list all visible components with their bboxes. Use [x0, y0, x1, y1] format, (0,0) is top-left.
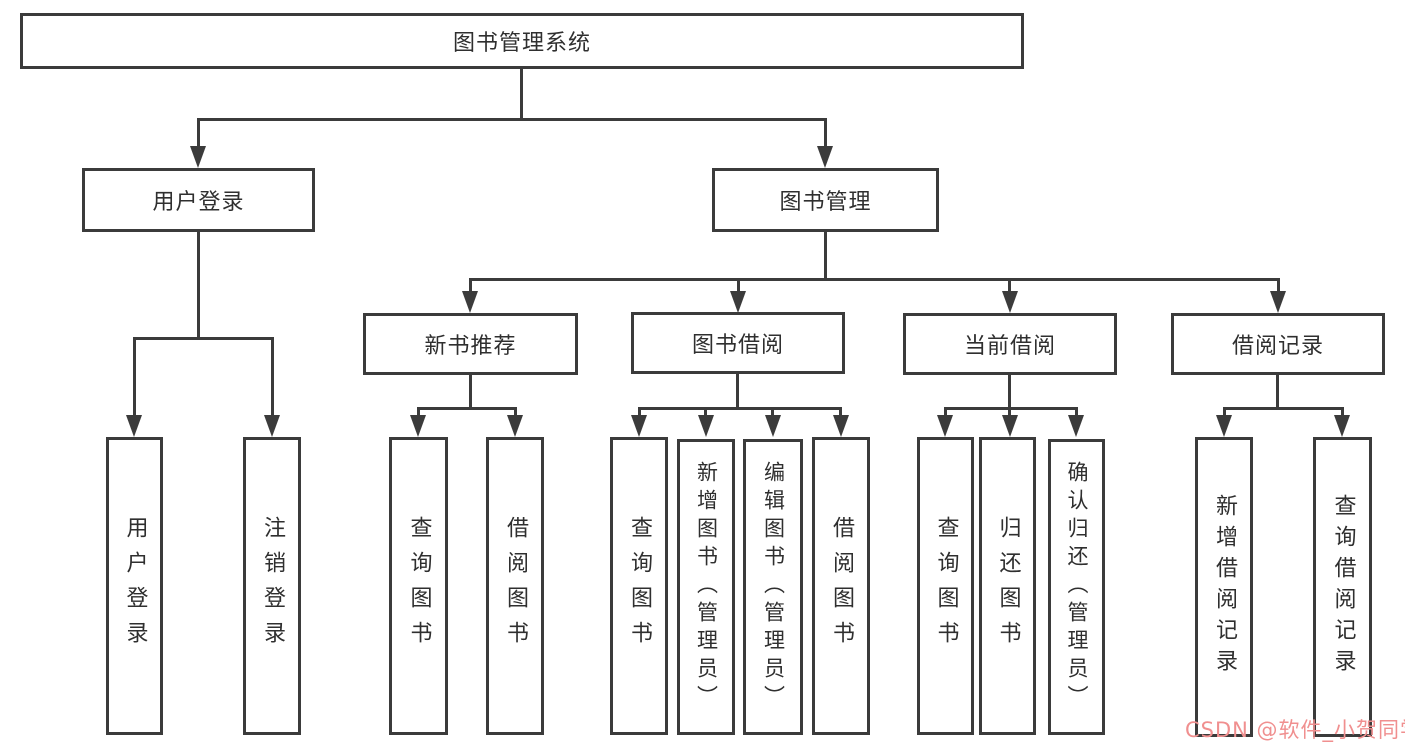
connector-user-stem: [197, 232, 200, 339]
arrowhead-current-borrow-icon: [1002, 291, 1018, 313]
arrowhead-d1-icon: [1216, 415, 1232, 437]
connector-root-stem: [520, 69, 523, 121]
connector-d2-drop: [1341, 407, 1344, 419]
arrowhead-d2-icon: [1334, 415, 1350, 437]
node-borrowing-records: 借阅记录: [1171, 313, 1385, 375]
leaf-bb-edit-books-admin-label: 编辑图书（管理员）: [761, 461, 786, 713]
leaf-bb-query-books-label: 查询图书: [627, 516, 652, 656]
connector-a1-drop: [417, 407, 420, 419]
node-book-management-label: 图书管理: [779, 190, 872, 215]
arrowhead-book-mgmt-icon: [817, 146, 833, 168]
leaf-cb-confirm-return-admin-label: 确认归还（管理员）: [1065, 461, 1089, 713]
leaf-nbr-query-books-label: 查询图书: [406, 516, 432, 656]
leaf-bb-borrow-books: 借阅图书: [812, 437, 870, 735]
leaf-nbr-query-books: 查询图书: [389, 437, 448, 735]
csdn-watermark: CSDN @软件_小贺同学: [1185, 718, 1405, 742]
leaf-bb-edit-books-admin: 编辑图书（管理员）: [743, 439, 803, 735]
leaf-cb-confirm-return-admin: 确认归还（管理员）: [1048, 439, 1105, 735]
arrowhead-a2-icon: [507, 415, 523, 437]
arrowhead-leaf-logout-icon: [264, 415, 280, 437]
node-current-borrowing-label: 当前借阅: [963, 334, 1056, 359]
arrowhead-new-book-icon: [462, 291, 478, 313]
connector-borrow-records-drop: [1277, 278, 1280, 293]
node-library-system: 图书管理系统: [20, 13, 1024, 69]
node-book-management: 图书管理: [712, 168, 939, 232]
arrowhead-b1-icon: [631, 415, 647, 437]
connector-leaf-login-drop: [133, 337, 136, 417]
arrowhead-c2-icon: [1002, 415, 1018, 437]
node-current-borrowing: 当前借阅: [903, 313, 1117, 375]
connector-book-borrow-drop: [737, 278, 740, 293]
leaf-bb-add-books-admin-label: 新增图书（管理员）: [694, 461, 719, 713]
leaf-br-add-record: 新增借阅记录: [1195, 437, 1253, 737]
connector-b1-drop: [638, 407, 641, 419]
connector-new-book-drop: [469, 278, 472, 293]
connector-groupC-rail: [944, 407, 1078, 410]
arrowhead-book-borrow-icon: [730, 291, 746, 313]
arrowhead-c1-icon: [937, 415, 953, 437]
node-new-book-recommend-label: 新书推荐: [424, 334, 517, 359]
connector-groupD-stem: [1276, 375, 1279, 409]
node-new-book-recommend: 新书推荐: [363, 313, 578, 375]
connector-user-rail: [133, 337, 274, 340]
arrowhead-borrow-records-icon: [1270, 291, 1286, 313]
connector-d1-drop: [1223, 407, 1226, 419]
connector-book-mgmt-drop: [824, 118, 827, 150]
connector-a2-drop: [514, 407, 517, 419]
leaf-logout: 注销登录: [243, 437, 301, 735]
arrowhead-b4-icon: [833, 415, 849, 437]
leaf-user-login-label: 用户登录: [122, 516, 148, 656]
leaf-cb-query-books-label: 查询图书: [933, 516, 959, 656]
connector-groupA-stem: [469, 375, 472, 409]
leaf-cb-query-books: 查询图书: [917, 437, 974, 735]
leaf-bb-borrow-books-label: 借阅图书: [829, 516, 854, 656]
node-library-system-label: 图书管理系统: [452, 31, 591, 56]
connector-user-login-drop: [197, 118, 200, 150]
connector-groupB-rail: [638, 407, 842, 410]
leaf-br-query-record-label: 查询借阅记录: [1330, 494, 1356, 680]
connector-current-borrow-drop: [1008, 278, 1011, 293]
connector-groupB-stem: [736, 374, 739, 409]
connector-b3-drop: [771, 407, 774, 419]
leaf-bb-query-books: 查询图书: [610, 437, 668, 735]
leaf-br-add-record-label: 新增借阅记录: [1212, 494, 1237, 680]
node-borrowing-records-label: 借阅记录: [1231, 334, 1324, 359]
node-user-login-label: 用户登录: [152, 190, 245, 215]
node-book-borrowing: 图书借阅: [631, 312, 845, 374]
connector-level3-rail: [469, 278, 1280, 281]
connector-mgmt-stem: [824, 232, 827, 280]
connector-groupD-rail: [1223, 407, 1344, 410]
leaf-nbr-borrow-books-label: 借阅图书: [503, 516, 528, 656]
arrowhead-leaf-login-icon: [126, 415, 142, 437]
connector-leaf-logout-drop: [271, 337, 274, 417]
connector-b4-drop: [839, 407, 842, 419]
connector-b2-drop: [704, 407, 707, 419]
arrowhead-user-login-icon: [190, 146, 206, 168]
leaf-bb-add-books-admin: 新增图书（管理员）: [677, 439, 735, 735]
connector-c2-drop: [1008, 407, 1011, 419]
connector-groupC-stem: [1008, 375, 1011, 409]
leaf-user-login: 用户登录: [106, 437, 163, 735]
arrowhead-a1-icon: [410, 415, 426, 437]
arrowhead-c3-icon: [1068, 415, 1084, 437]
connector-groupA-rail: [417, 407, 517, 410]
leaf-br-query-record: 查询借阅记录: [1313, 437, 1372, 737]
node-user-login: 用户登录: [82, 168, 315, 232]
arrowhead-b3-icon: [765, 415, 781, 437]
node-book-borrowing-label: 图书借阅: [691, 333, 784, 358]
leaf-nbr-borrow-books: 借阅图书: [486, 437, 544, 735]
leaf-cb-return-books-label: 归还图书: [995, 516, 1021, 656]
connector-c3-drop: [1075, 407, 1078, 419]
leaf-logout-label: 注销登录: [260, 516, 285, 656]
leaf-cb-return-books: 归还图书: [979, 437, 1036, 735]
connector-level2-rail: [197, 118, 827, 121]
connector-c1-drop: [944, 407, 947, 419]
arrowhead-b2-icon: [698, 415, 714, 437]
